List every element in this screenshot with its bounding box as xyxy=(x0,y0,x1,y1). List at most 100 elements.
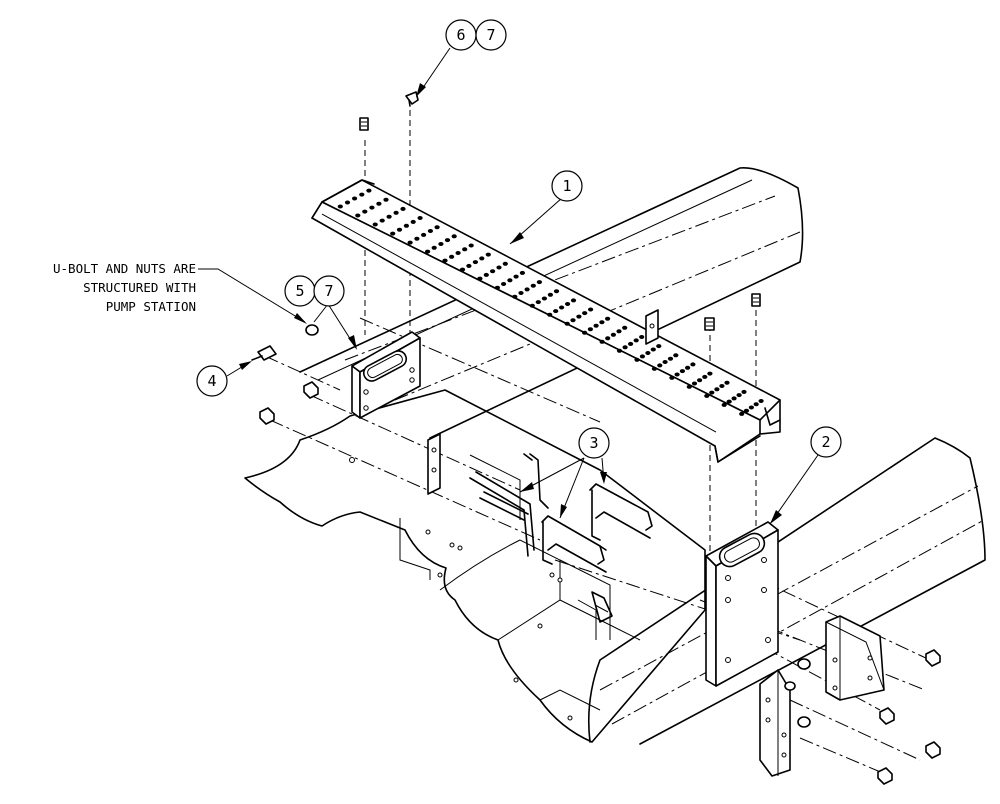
callout-label-5: 5 xyxy=(295,282,304,300)
perforation-hole xyxy=(599,320,605,325)
perforation-hole xyxy=(645,351,651,355)
perforation-hole xyxy=(421,232,427,237)
perforation-hole xyxy=(507,278,513,283)
u-bolt-3 xyxy=(541,515,607,573)
perforation-hole xyxy=(674,372,680,377)
callout-label-7a: 7 xyxy=(324,282,333,300)
callout-3: 3 xyxy=(519,427,610,519)
perforation-hole xyxy=(736,393,742,398)
callout-label-3: 3 xyxy=(589,434,598,452)
perforation-hole xyxy=(691,381,698,386)
perforation-hole xyxy=(743,408,750,413)
frame-bracket-lower xyxy=(759,669,791,777)
perforation-hole xyxy=(410,219,416,224)
perforation-hole xyxy=(685,365,691,370)
perforation-hole xyxy=(352,196,358,201)
perforation-hole xyxy=(369,205,375,210)
callout-1: 1 xyxy=(509,170,583,245)
perforation-hole xyxy=(438,242,444,246)
perforation-hole xyxy=(587,327,594,332)
perforation-hole xyxy=(719,384,725,388)
nut-left-2 xyxy=(259,407,275,425)
perforation-hole xyxy=(359,192,365,197)
perforation-hole xyxy=(512,294,518,299)
perforation-hole xyxy=(741,389,747,394)
perforation-hole xyxy=(724,380,730,385)
bolt-6 xyxy=(405,91,419,107)
fasteners xyxy=(251,91,941,785)
perforation-hole xyxy=(459,267,466,272)
perforation-hole xyxy=(362,209,368,214)
perforation-hole xyxy=(622,345,628,350)
callout-2: 2 xyxy=(769,426,842,525)
perforation-hole xyxy=(383,197,389,202)
callout-6-7: 6 7 xyxy=(416,19,507,97)
perforation-hole xyxy=(605,316,611,321)
perforation-hole xyxy=(414,236,420,241)
perforation-hole xyxy=(610,332,617,337)
bracket-part-2 xyxy=(705,521,779,687)
u-bolt-1 xyxy=(469,471,535,557)
perforation-hole xyxy=(714,387,720,392)
perforation-hole xyxy=(570,298,577,303)
perforation-hole xyxy=(479,256,485,261)
note-line-2: STRUCTURED WITH xyxy=(83,280,196,295)
perforation-hole xyxy=(434,225,440,230)
perforation-hole xyxy=(726,399,732,404)
perforation-hole xyxy=(656,344,662,349)
perforation-hole xyxy=(599,339,605,344)
perforation-hole xyxy=(748,405,755,410)
perforation-hole xyxy=(425,249,431,254)
perforation-hole xyxy=(593,323,599,328)
perforation-hole xyxy=(442,258,448,263)
perforation-hole xyxy=(553,289,560,294)
callout-5-7: 5 7 xyxy=(284,275,357,350)
perforation-hole xyxy=(704,393,710,398)
perforation-hole xyxy=(400,206,406,211)
nuts-right xyxy=(784,649,941,785)
perforation-hole xyxy=(466,263,472,268)
perforation-hole xyxy=(529,303,535,308)
perforation-hole xyxy=(427,229,433,233)
perforation-hole xyxy=(535,300,541,305)
callout-label-4: 4 xyxy=(207,372,216,390)
perforation-hole xyxy=(472,260,478,265)
perforation-hole xyxy=(690,362,696,367)
perforation-hole xyxy=(403,223,409,228)
perforation-hole xyxy=(477,276,483,281)
perforation-hole xyxy=(396,227,403,232)
perforation-hole xyxy=(355,213,361,218)
u-bolts-part-3 xyxy=(469,453,653,573)
perforation-hole xyxy=(679,369,686,374)
perforation-hole xyxy=(588,307,594,312)
perforation-hole xyxy=(628,341,634,346)
perforation-hole xyxy=(344,200,351,205)
perforation-hole xyxy=(536,280,543,285)
frame-bracket-right xyxy=(825,615,885,701)
perforation-hole xyxy=(669,375,675,380)
perforation-hole xyxy=(407,240,413,245)
frame-tabs xyxy=(427,309,659,495)
right-bolt-1 xyxy=(704,317,715,331)
step-plate-part-1 xyxy=(311,179,781,463)
perforation-hole xyxy=(633,338,639,343)
perforation-hole xyxy=(444,238,451,243)
perforation-hole xyxy=(530,283,536,288)
callout-label-1: 1 xyxy=(562,177,571,195)
perforation-hole xyxy=(541,296,548,301)
perforation-hole xyxy=(559,305,565,310)
callout-label-2: 2 xyxy=(821,433,830,451)
perforation-hole xyxy=(379,218,385,223)
perforation-hole xyxy=(686,384,692,389)
perforation-hole xyxy=(547,312,553,317)
perforation-hole xyxy=(519,270,526,275)
perforation-hole xyxy=(564,321,570,326)
perforation-hole xyxy=(697,378,703,383)
perforation-hole xyxy=(667,356,674,361)
perforation-hole xyxy=(616,329,622,334)
perforation-hole xyxy=(494,285,500,290)
note-line-3: PUMP STATION xyxy=(106,299,196,314)
perforation-hole xyxy=(490,269,496,274)
perforation-hole xyxy=(673,353,679,358)
